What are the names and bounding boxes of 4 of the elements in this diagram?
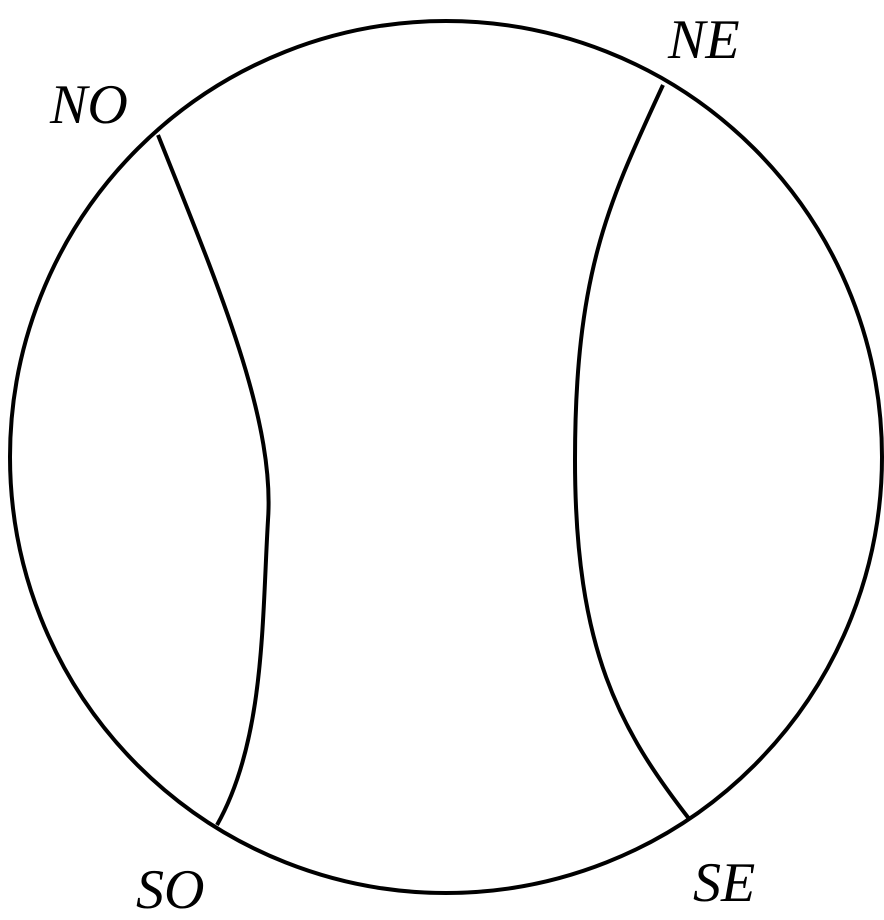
point-label: NE [668,12,740,68]
point-label: SE [693,855,756,911]
point-label: NO [50,77,128,133]
point-label: SO [136,862,204,918]
